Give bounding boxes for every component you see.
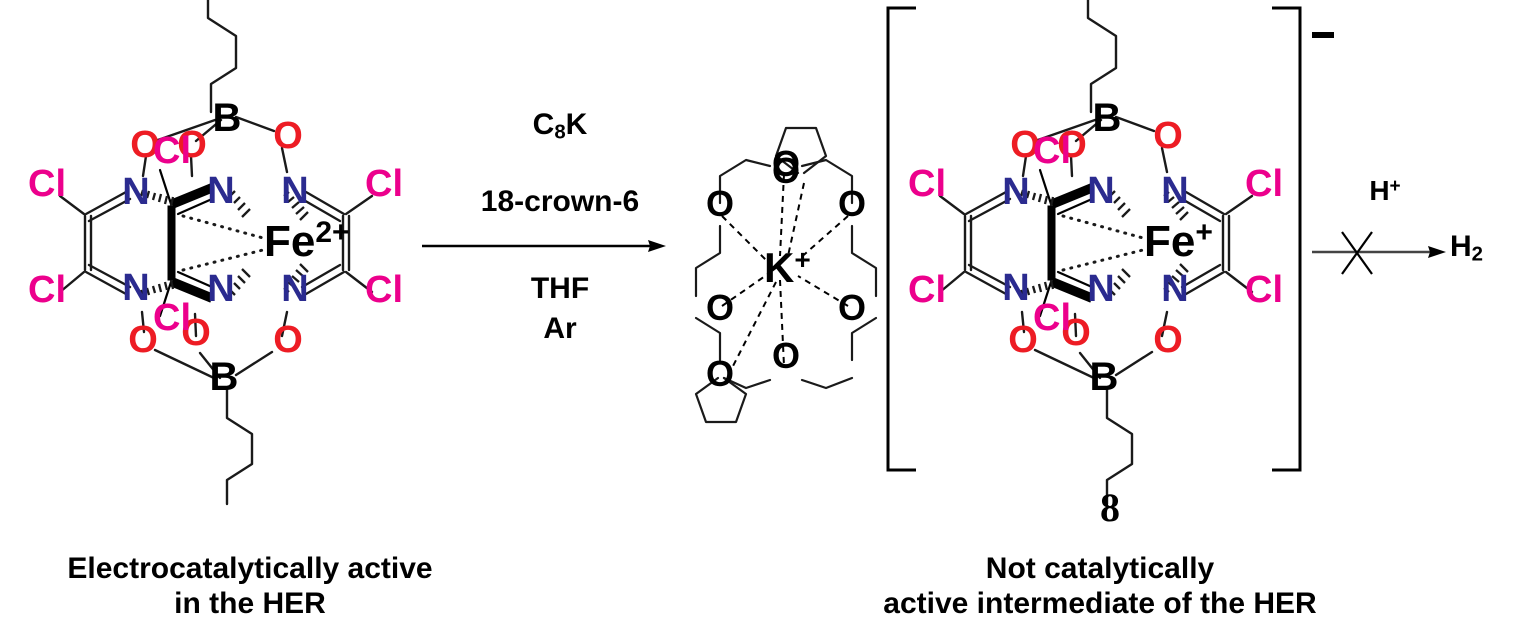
- thf-oxygen-label: O: [706, 353, 734, 394]
- boron-label-top: B: [1093, 96, 1122, 140]
- nitrogen-label: N: [281, 268, 308, 310]
- oxygen-label: O: [130, 124, 160, 166]
- iron-center-label: Fe+: [1144, 216, 1213, 266]
- chlorine-label: Cl: [1033, 297, 1071, 339]
- crown-oxygen-label: O: [838, 183, 866, 224]
- chlorine-label: Cl: [28, 269, 66, 311]
- crown-svg: O O O O O O O O K+: [694, 126, 878, 424]
- chlorine-label: Cl: [908, 163, 946, 205]
- crown-oxygen-label: O: [838, 287, 866, 328]
- main-arrow-svg: [422, 240, 666, 252]
- product-anion-structure: B B O O O O O O N N N N N N Cl Cl Cl Cl …: [880, 0, 1340, 506]
- oxygen-label: O: [1008, 319, 1038, 361]
- boron-label-top: B: [213, 96, 242, 140]
- oxygen-label: O: [177, 124, 207, 166]
- oxygen-label: O: [1153, 115, 1183, 157]
- oxygen-label: O: [273, 115, 303, 157]
- atmosphere-ar: Ar: [543, 312, 577, 345]
- oxygen-label: O: [181, 312, 211, 354]
- oxygen-label: O: [1057, 124, 1087, 166]
- nitrogen-label: N: [122, 267, 149, 309]
- reagent-18-crown-6: 18-crown-6: [480, 185, 640, 218]
- oxygen-label: O: [1010, 124, 1040, 166]
- nitrogen-label: N: [1087, 170, 1114, 212]
- proton-reagent-label: H+: [1369, 175, 1401, 206]
- potassium-cation-label: K+: [764, 244, 811, 291]
- crown-oxygen-label: O: [772, 143, 800, 184]
- nitrogen-label: N: [1002, 267, 1029, 309]
- oxygen-label: O: [273, 319, 303, 361]
- chlorine-label: Cl: [1245, 163, 1283, 205]
- nitrogen-label: N: [1002, 171, 1029, 213]
- chlorine-label: Cl: [1033, 130, 1071, 172]
- potassium-crown-complex: O O O O O O O O K+: [676, 48, 896, 448]
- crown-oxygen-label: O: [706, 287, 734, 328]
- crown-oxygen-label: O: [772, 335, 800, 376]
- blocked-arrow-svg: [1312, 231, 1446, 275]
- oxygen-label: O: [128, 319, 158, 361]
- nitrogen-label: N: [1161, 268, 1188, 310]
- chlorine-label: Cl: [365, 269, 403, 311]
- product-svg: B B O O O O O O N N N N N N Cl Cl Cl Cl …: [886, 0, 1334, 506]
- chlorine-label: Cl: [1245, 269, 1283, 311]
- reactant-svg: B B O O O O O O N N N N N N Cl Cl Cl Cl …: [28, 0, 403, 506]
- oxygen-label: O: [1153, 319, 1183, 361]
- dihydrogen-product-label: H2: [1450, 230, 1484, 266]
- chlorine-label: Cl: [28, 163, 66, 205]
- anion-bracket: [886, 6, 1302, 472]
- caption-product: Not catalytically active intermediate of…: [883, 552, 1317, 620]
- reagent-c8k: C8K: [532, 108, 588, 144]
- chlorine-label: Cl: [365, 163, 403, 205]
- nitrogen-label: N: [1161, 170, 1188, 212]
- crown-oxygen-label: O: [706, 183, 734, 224]
- nitrogen-label: N: [207, 170, 234, 212]
- oxygen-label: O: [1061, 312, 1091, 354]
- main-arrow: [420, 228, 670, 264]
- caption-reactant: Electrocatalytically active in the HER: [67, 552, 433, 620]
- nitrogen-label: N: [122, 171, 149, 213]
- cross-out-mark: [1341, 231, 1373, 275]
- compound-number-label: 8: [1100, 485, 1120, 530]
- thf-oxygen-label: O: [772, 150, 800, 191]
- chlorine-label: Cl: [908, 269, 946, 311]
- anion-minus-charge: [1312, 32, 1334, 38]
- reactant-structure: B B O O O O O O N N N N N N Cl Cl Cl Cl …: [0, 0, 420, 520]
- blocked-arrow: [1310, 222, 1460, 282]
- nitrogen-label: N: [207, 268, 234, 310]
- chlorine-label: Cl: [153, 130, 191, 172]
- chlorine-label: Cl: [153, 297, 191, 339]
- iron-center-label: Fe2+: [264, 216, 350, 266]
- solvent-thf: THF: [530, 272, 590, 305]
- boron-label-bottom: B: [1090, 355, 1119, 399]
- boron-label-bottom: B: [210, 355, 239, 399]
- nitrogen-label: N: [1087, 268, 1114, 310]
- nitrogen-label: N: [281, 170, 308, 212]
